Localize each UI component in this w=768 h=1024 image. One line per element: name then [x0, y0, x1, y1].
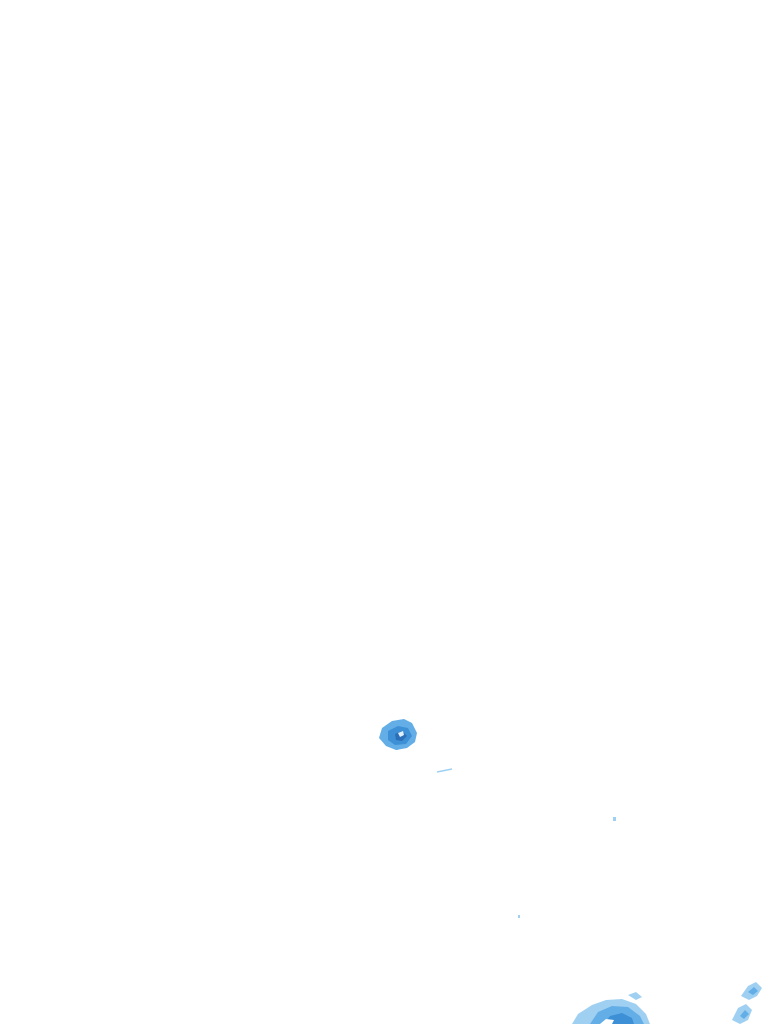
radar-echo-speck-1 — [613, 817, 616, 821]
radar-echo-cell-center — [379, 719, 417, 750]
radar-echo-cluster-right — [732, 982, 762, 1024]
radar-echo-cluster-bottom — [572, 992, 650, 1024]
radar-echo-speck-2 — [518, 915, 520, 918]
radar-echo-streak — [436, 768, 453, 773]
